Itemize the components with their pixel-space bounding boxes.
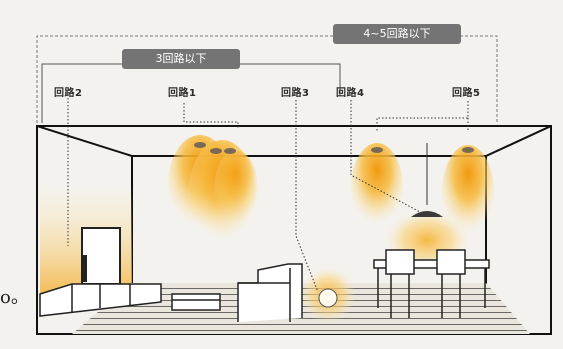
dining-set	[373, 249, 490, 318]
spotlight-glow-circuit-1	[168, 135, 258, 250]
group-badge-3-circuits: 3回路以下	[122, 49, 240, 69]
group-bracket-right-dashed	[440, 35, 498, 123]
side-punctuation: o。	[0, 287, 29, 308]
group-bracket-left-dashed	[36, 35, 335, 123]
circuit-label-5: 回路5	[452, 88, 481, 99]
circuit-label-1: 回路1	[168, 88, 197, 99]
circuit-label-3: 回路3	[281, 88, 310, 99]
sofa	[237, 263, 303, 322]
low-table	[171, 293, 221, 311]
floor-lamp	[318, 288, 338, 308]
group-badge-4-5-circuits: 4~5回路以下	[333, 24, 461, 44]
tv-board	[39, 283, 162, 317]
circuit-label-2: 回路2	[54, 88, 83, 99]
tv-set	[81, 227, 121, 285]
circuit-leader-lines	[67, 98, 469, 293]
downlight-glow-circuit-4-5	[351, 143, 494, 241]
circuit-label-4: 回路4	[336, 88, 365, 99]
